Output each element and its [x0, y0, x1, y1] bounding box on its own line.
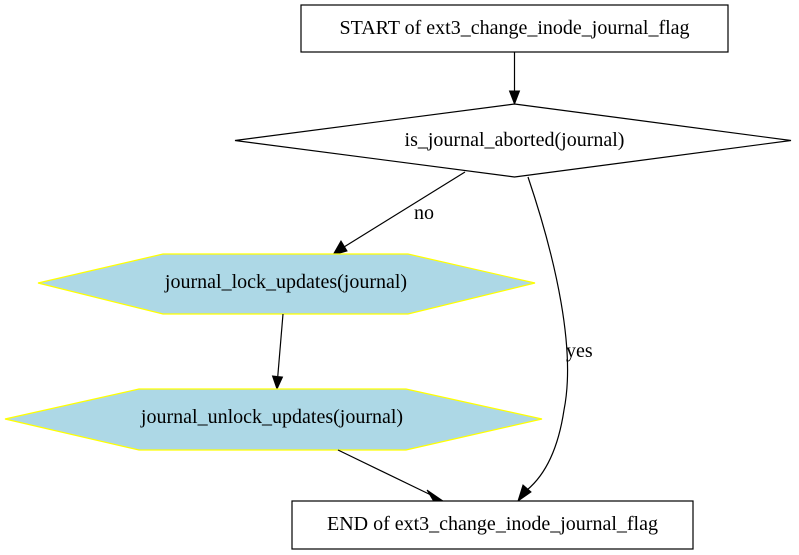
- end-node: END of ext3_change_inode_journal_flag: [291, 500, 694, 550]
- unlock-updates-label: journal_unlock_updates(journal): [140, 406, 403, 428]
- lock-updates-shape: [37, 253, 536, 315]
- edge-yes-label: yes: [566, 340, 593, 362]
- edge-start-to-decision: [508, 52, 521, 106]
- decision-node: is_journal_aborted(journal): [234, 103, 792, 178]
- end-node-label: END of ext3_change_inode_journal_flag: [327, 513, 658, 535]
- edge-no: no: [331, 171, 466, 256]
- edge-unlock-to-end: [337, 449, 444, 502]
- decision-node-label: is_journal_aborted(journal): [405, 129, 625, 151]
- start-node-label: START of ext3_change_inode_journal_flag: [339, 17, 689, 39]
- edge-yes: yes: [517, 176, 593, 503]
- start-node: START of ext3_change_inode_journal_flag: [300, 4, 729, 53]
- unlock-updates-shape: [4, 388, 543, 451]
- unlock-updates-node: journal_unlock_updates(journal): [4, 388, 543, 451]
- edge-lock-to-unlock: [271, 313, 284, 391]
- lock-updates-label: journal_lock_updates(journal): [164, 271, 407, 293]
- edge-no-label: no: [414, 202, 434, 224]
- lock-updates-node: journal_lock_updates(journal): [37, 253, 536, 315]
